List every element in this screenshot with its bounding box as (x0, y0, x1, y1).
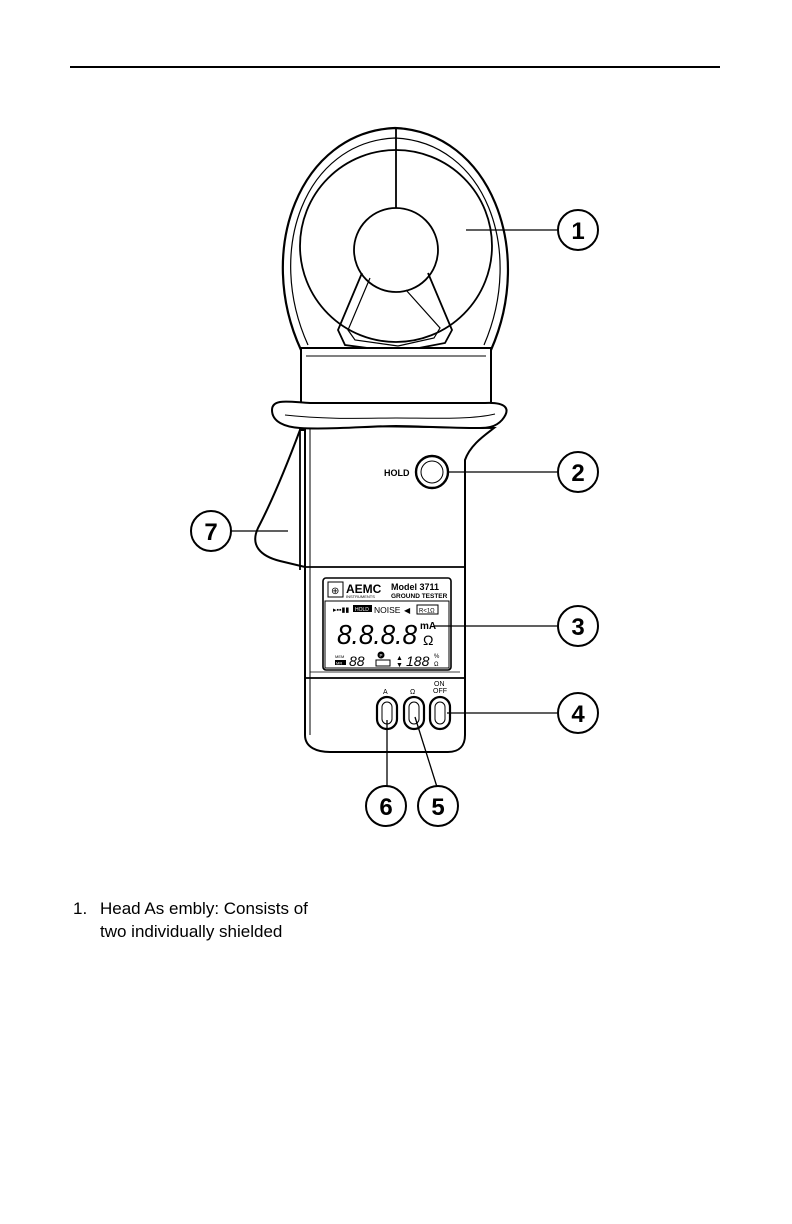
callout-5-number: 5 (431, 794, 444, 821)
callout-1-number: 1 (571, 218, 584, 245)
callout-7-number: 7 (204, 519, 217, 546)
button-off-label: OFF (433, 688, 447, 695)
caption-line-2: two individually shielded (73, 920, 308, 943)
hold-label: HOLD (384, 468, 410, 478)
lcd-unit-ma: mA (420, 621, 436, 632)
jaw-trigger (255, 430, 310, 567)
lcd-main-digits: 8.8.8.8 (337, 619, 417, 650)
caption-item-1: 1.Head As embly: Consists of two individ… (73, 897, 308, 943)
callout-6-number: 6 (379, 794, 392, 821)
lcd-small-digits: 88 (349, 653, 365, 669)
caption-number: 1. (73, 897, 100, 920)
bumper-band (272, 402, 507, 429)
button-ohm-label: Ω (410, 689, 415, 696)
lcd-hold-indicator: HOLD (355, 607, 369, 613)
model-label: Model 3711 (391, 582, 439, 592)
svg-text:P: P (380, 653, 383, 658)
display-panel: ⊕ AEMC INSTRUMENTS Model 3711 GROUND TES… (323, 578, 451, 670)
lcd-mem-indicator: MEM (335, 654, 344, 659)
button-on-label: ON (434, 681, 445, 688)
lcd-updown-icon: ▲ (396, 655, 403, 662)
lcd-percent-digits: 188 (406, 653, 430, 669)
jaw-head (283, 128, 508, 352)
caption-line-1: Head As embly: Consists of (100, 899, 308, 918)
brand-subtitle: INSTRUMENTS (346, 594, 375, 599)
aemc-logo-mark: ⊕ (331, 586, 339, 597)
model-subtitle: GROUND TESTER (391, 593, 448, 600)
lcd-mr-indicator: MR (336, 661, 342, 666)
callout-3-number: 3 (571, 614, 584, 641)
lcd-signal-icon: ▸▪▪▮▮ (333, 607, 349, 614)
lcd-unit-ohm: Ω (423, 632, 433, 648)
callout-4-number: 4 (571, 701, 585, 728)
callout-2-number: 2 (571, 460, 584, 487)
button-a-label: A (383, 689, 388, 696)
svg-text:▼: ▼ (396, 662, 403, 669)
upper-block (301, 348, 491, 403)
lcd-range-indicator: R<1Ω (419, 609, 435, 615)
lcd-small-ohm: Ω (434, 662, 439, 668)
lcd-speaker-icon: ◀ (404, 606, 411, 615)
lcd-percent-sign: % (434, 654, 440, 660)
lcd-noise-indicator: NOISE (374, 605, 401, 615)
